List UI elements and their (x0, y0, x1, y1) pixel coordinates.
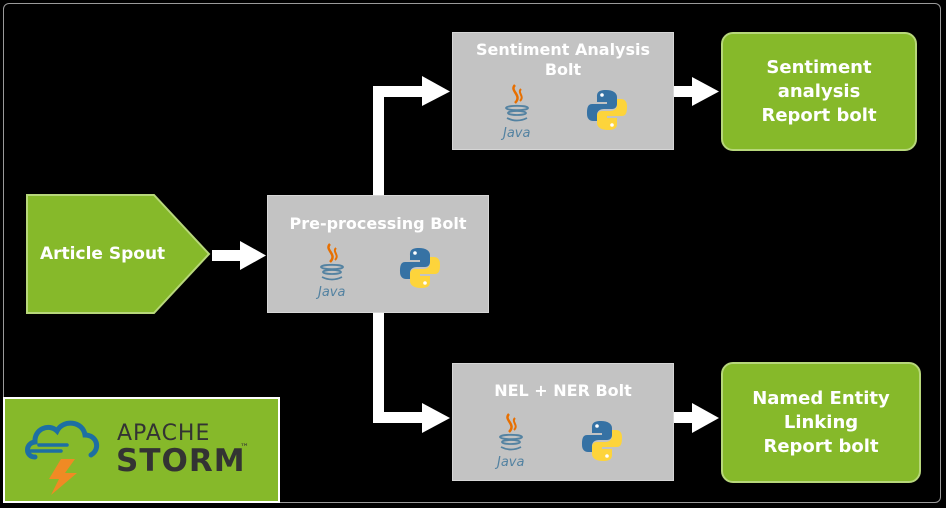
nel-ner-bolt-node: NEL + NER Bolt Java (452, 363, 674, 481)
apache-storm-logo: APACHE STORM ™ (3, 397, 280, 503)
python-icon (587, 90, 627, 130)
svg-text:Java: Java (494, 455, 524, 470)
arrow-sentiment-report (674, 86, 696, 97)
python-icon (400, 248, 440, 288)
svg-text:Java: Java (500, 126, 530, 141)
python-icon (582, 421, 622, 461)
java-icon: Java (500, 84, 530, 141)
nel-report-bolt-label: Named Entity Linking Report bolt (752, 387, 890, 457)
diagram-frame (3, 3, 941, 503)
arrow-pre-sentiment (373, 86, 384, 196)
storm-cloud-icon (25, 420, 100, 495)
nel-report-bolt-node: Named Entity Linking Report bolt (721, 362, 921, 483)
logo-apache-text: APACHE (117, 421, 211, 446)
java-icon: Java (315, 243, 345, 300)
logo-storm-text: STORM (116, 443, 246, 479)
sentiment-analysis-bolt-node: Sentiment Analysis Bolt Java (452, 32, 674, 150)
article-spout-label: Article Spout (40, 244, 166, 264)
sentiment-analysis-bolt-title: Sentiment Analysis Bolt (475, 40, 651, 79)
sentiment-report-bolt-label: Sentiment analysis Report bolt (761, 56, 877, 126)
arrow-nel-report (674, 412, 696, 423)
sentiment-report-bolt-node: Sentiment analysis Report bolt (721, 32, 917, 151)
nel-ner-bolt-title: NEL + NER Bolt (494, 381, 632, 400)
preprocessing-bolt-node: Pre-processing Bolt Java (267, 195, 489, 313)
arrow-pre-nel (373, 313, 384, 423)
java-icon: Java (494, 413, 524, 470)
arrow-spout-pre (212, 250, 244, 261)
preprocessing-bolt-title: Pre-processing Bolt (289, 214, 467, 233)
article-spout-node (26, 194, 211, 314)
logo-trademark: ™ (240, 443, 249, 453)
svg-text:Java: Java (315, 285, 345, 300)
